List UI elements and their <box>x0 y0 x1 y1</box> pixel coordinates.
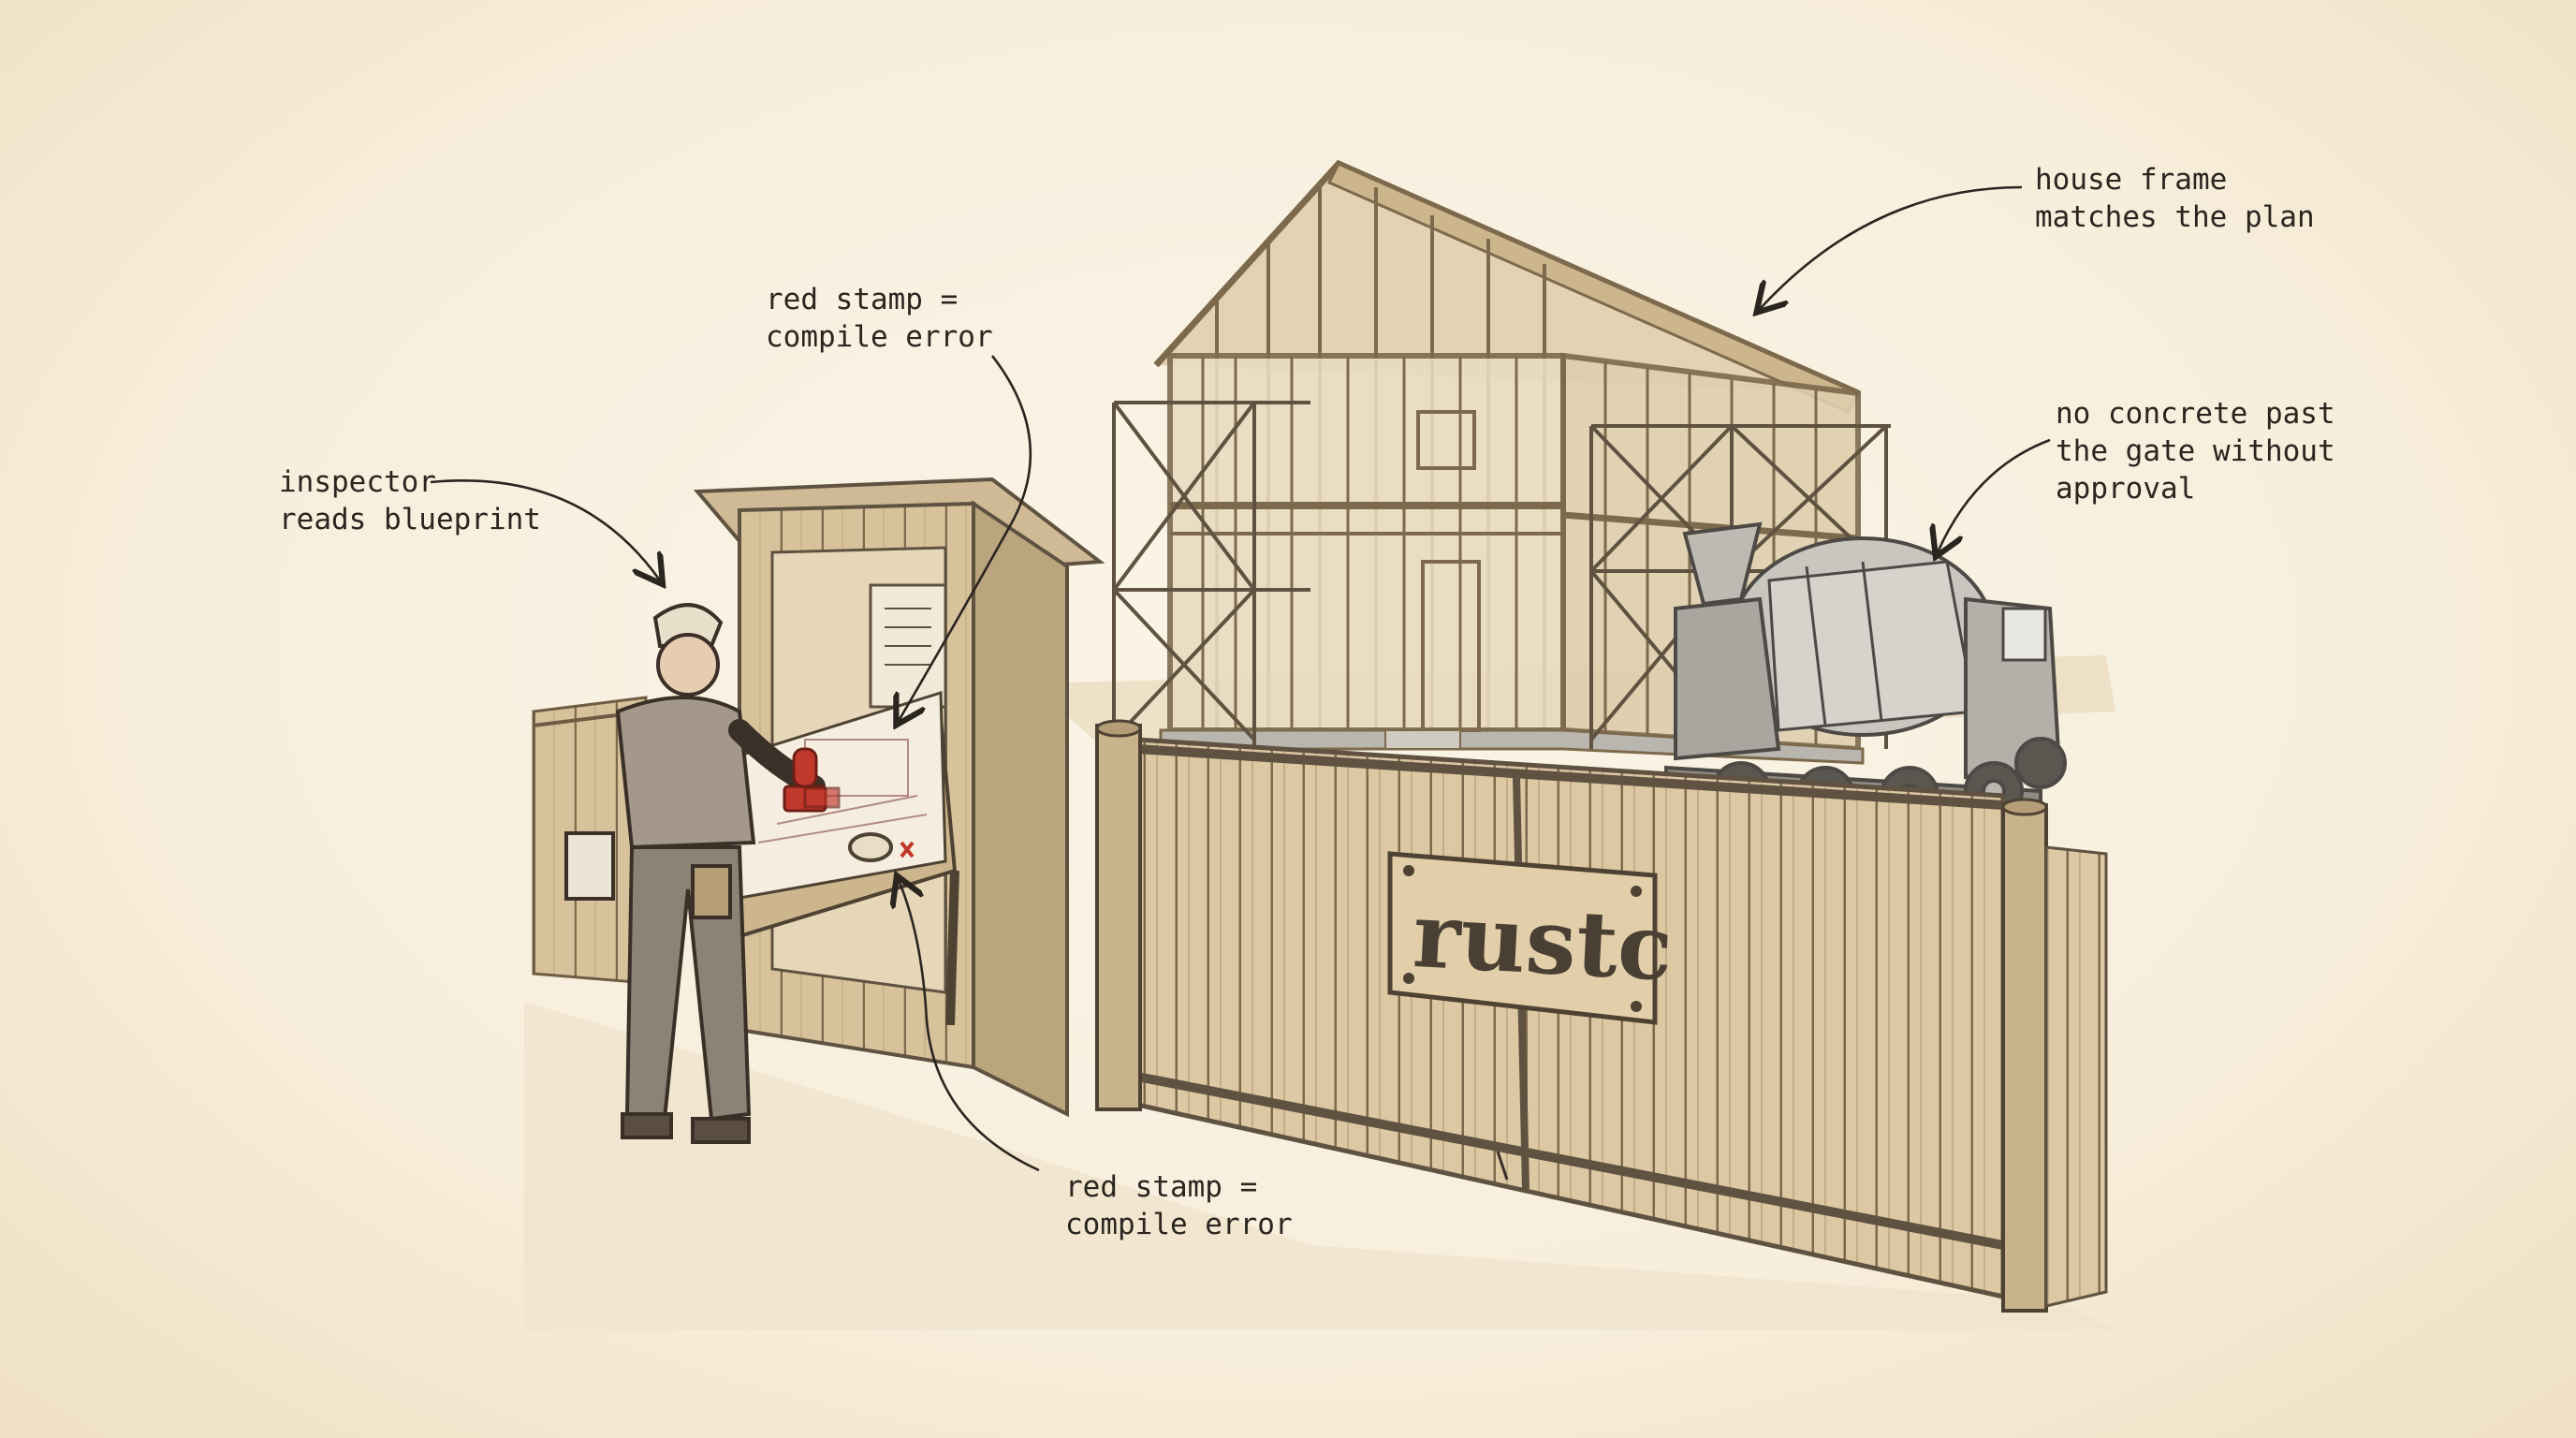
annotation-concrete-line1: no concrete past <box>2056 395 2335 433</box>
annotation-concrete: no concrete past the gate without approv… <box>2056 395 2335 507</box>
annotation-inspector: inspector reads blueprint <box>279 463 541 538</box>
annotation-stamp-bottom-line2: compile error <box>1065 1206 1293 1243</box>
annotation-inspector-line1: inspector <box>279 463 541 501</box>
annotation-house: house frame matches the plan <box>2035 161 2315 236</box>
annotation-inspector-line2: reads blueprint <box>279 501 541 538</box>
annotation-stamp-top-line2: compile error <box>766 318 993 356</box>
sign-text: rustc <box>1411 882 1676 1001</box>
annotation-house-line2: matches the plan <box>2035 198 2315 236</box>
annotation-stamp-bottom-line1: red stamp = <box>1065 1168 1293 1206</box>
annotation-house-line1: house frame <box>2035 161 2315 198</box>
annotation-concrete-line3: approval <box>2056 470 2335 507</box>
annotation-stamp-top: red stamp = compile error <box>766 281 993 356</box>
annotation-stamp-top-line1: red stamp = <box>766 281 993 318</box>
annotation-concrete-line2: the gate without <box>2056 433 2335 470</box>
rustc-sign: rustc <box>1390 854 1676 1022</box>
annotation-stamp-bottom: red stamp = compile error <box>1065 1168 1293 1243</box>
